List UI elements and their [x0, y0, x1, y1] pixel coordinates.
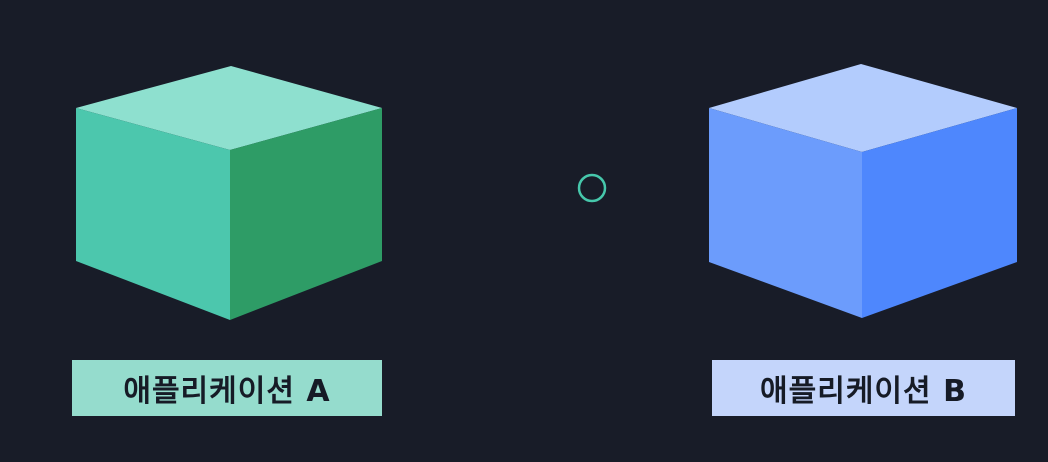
connection-circle-icon [577, 173, 607, 203]
cube-b-left-face [709, 108, 862, 318]
application-b-cube [709, 64, 1017, 318]
cube-a-right-face [230, 108, 382, 320]
cube-a-left-face [76, 108, 230, 320]
application-a-cube [76, 66, 382, 320]
cube-b-top-face [709, 64, 1017, 152]
application-a-label: 애플리케이션 A [72, 360, 382, 416]
cube-a-top-face [76, 66, 382, 150]
cube-b-right-face [862, 108, 1017, 318]
application-b-label: 애플리케이션 B [712, 360, 1015, 416]
